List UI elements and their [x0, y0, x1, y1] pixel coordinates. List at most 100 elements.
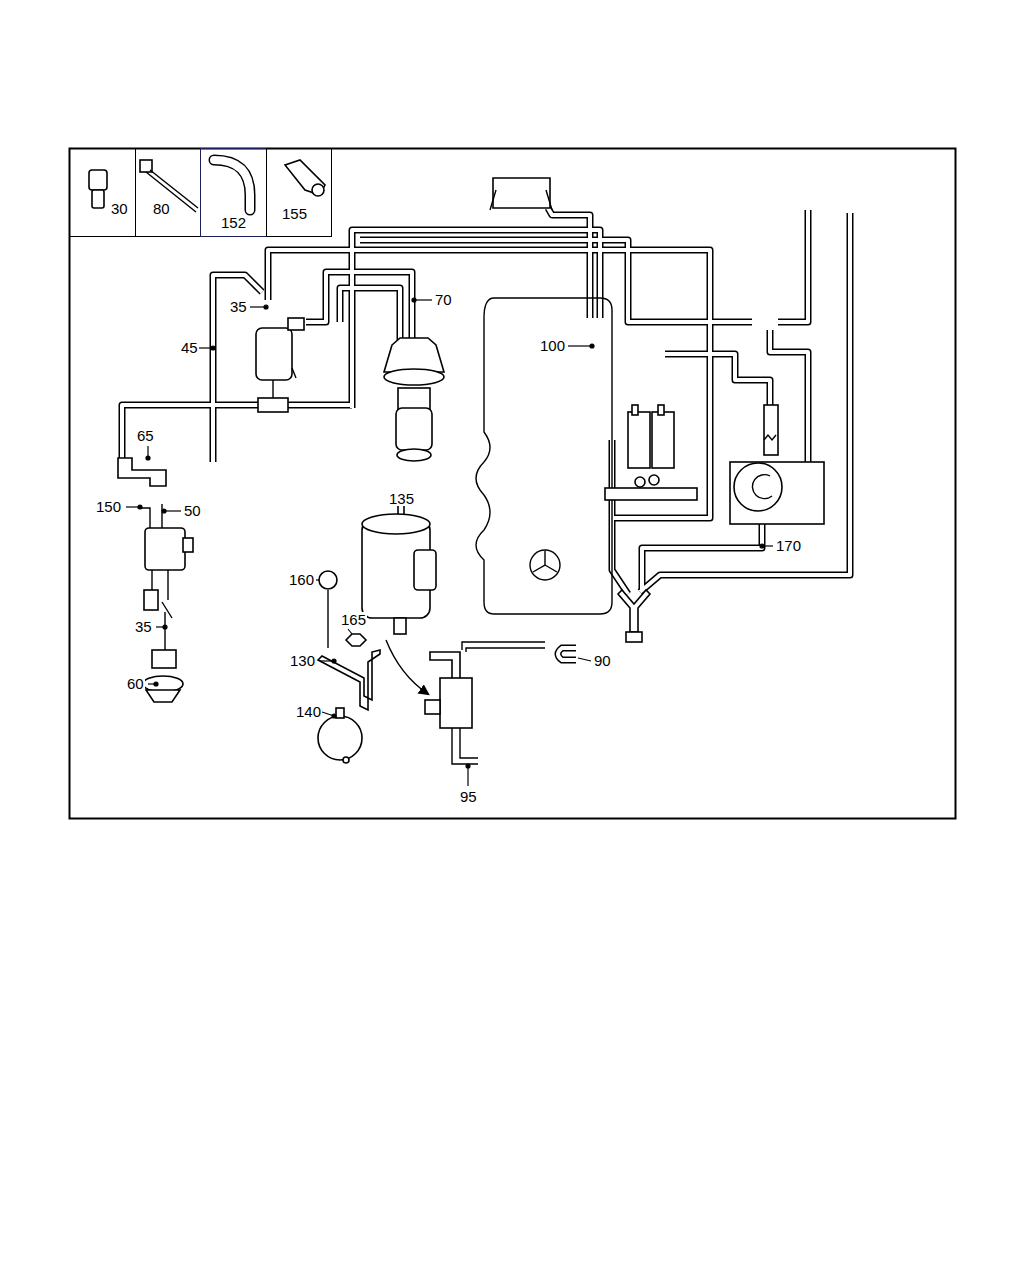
vacuum-pump [362, 500, 436, 634]
callout-number: 60 [126, 676, 145, 691]
drawing-part [398, 388, 430, 410]
legend-cell: 155 [266, 148, 332, 237]
vacuum-unit [384, 338, 444, 461]
drawing-part [152, 650, 176, 668]
drawing-part [752, 475, 772, 499]
vacuum-lines [122, 208, 850, 594]
callout-number: 35 [229, 299, 248, 314]
elbow-hose [118, 458, 166, 486]
drawing-part [264, 305, 268, 309]
drawing-part [122, 405, 352, 462]
drawing-part [490, 190, 552, 210]
callout-number: 170 [775, 538, 802, 553]
drawing-part [590, 344, 594, 348]
drawing-part [440, 678, 472, 728]
drawing-part [548, 208, 590, 318]
callout-number: 160 [288, 572, 315, 587]
drawing-part [332, 659, 336, 663]
drawing-part [425, 700, 440, 714]
drawing-part [384, 369, 444, 385]
mounting-parts [318, 571, 380, 763]
drawing-part [384, 338, 444, 372]
drawing-part [430, 652, 460, 680]
drawing-part [734, 463, 782, 511]
drawing-part [352, 230, 600, 408]
drawing-part [578, 658, 591, 661]
distribution-block [605, 405, 697, 500]
callout-number: 90 [593, 653, 612, 668]
drawing-part [288, 318, 304, 330]
drawing-part [138, 505, 142, 509]
callout-number: 30 [110, 201, 129, 216]
drawing-part [649, 475, 659, 485]
drawing-part [285, 160, 325, 195]
drawing-part [760, 544, 764, 548]
drawing-part [778, 210, 808, 322]
callout-number: 135 [388, 491, 415, 506]
callout-number: 70 [434, 292, 453, 307]
drawing-part [730, 462, 824, 524]
drawing-part [340, 288, 400, 340]
drawing-part [530, 550, 560, 580]
drawing-part [414, 299, 432, 300]
drawing-part [312, 184, 324, 196]
drawing-part [89, 170, 107, 190]
drawing-part [533, 551, 557, 572]
drawing-part [256, 328, 292, 380]
drawing-part [146, 690, 180, 702]
callout-number: 65 [136, 428, 155, 443]
star-logo [530, 550, 560, 580]
drawing-part [318, 716, 362, 760]
drawing-part [214, 160, 250, 210]
drawing-part [628, 412, 650, 468]
drawing-part [397, 449, 431, 461]
drawing-part [258, 398, 288, 412]
engine-outline [476, 298, 612, 614]
drawing-part [658, 405, 664, 415]
drawing-part [764, 435, 776, 440]
drawing-part [183, 538, 193, 552]
drawing-part [626, 632, 642, 642]
callout-number: 130 [289, 653, 316, 668]
callout-number: 50 [183, 503, 202, 518]
drawing-part [213, 275, 262, 462]
control-unit [730, 405, 824, 524]
legend-cell: 152 [200, 148, 267, 237]
callout-number: 165 [340, 612, 367, 627]
drawing-part [466, 764, 470, 768]
drawing-part [214, 160, 250, 210]
drawing-part [642, 520, 762, 590]
leader-lines [126, 298, 773, 786]
move-arrow [386, 640, 428, 694]
drawing-part [92, 190, 104, 208]
drawing-part [319, 571, 337, 589]
callout-number: 150 [95, 499, 122, 514]
drawing-part [336, 708, 344, 718]
drawing-part [327, 590, 328, 648]
drawing-part [348, 629, 352, 634]
drawing-part [394, 618, 406, 634]
drawing-part [268, 250, 710, 518]
drawing-part [340, 288, 400, 340]
drawing-part [665, 354, 770, 405]
drawing-part [462, 642, 545, 652]
drawing-part [316, 579, 319, 580]
legend-cell: 80 [135, 148, 201, 237]
callout-number: 100 [539, 338, 566, 353]
callout-number: 152 [220, 215, 247, 230]
connector [493, 178, 550, 208]
drawing-part [352, 230, 600, 408]
drawing-part [360, 240, 752, 322]
drawing-part [273, 368, 296, 398]
drawing-part [162, 602, 172, 650]
drawing-part [318, 650, 380, 710]
drawing-part [605, 488, 697, 500]
drawing-part [632, 405, 638, 415]
drawing-part [764, 405, 778, 455]
callout-number: 95 [459, 789, 478, 804]
drawing-part [640, 213, 850, 592]
solenoid-valve [425, 642, 545, 764]
frame [70, 149, 956, 819]
